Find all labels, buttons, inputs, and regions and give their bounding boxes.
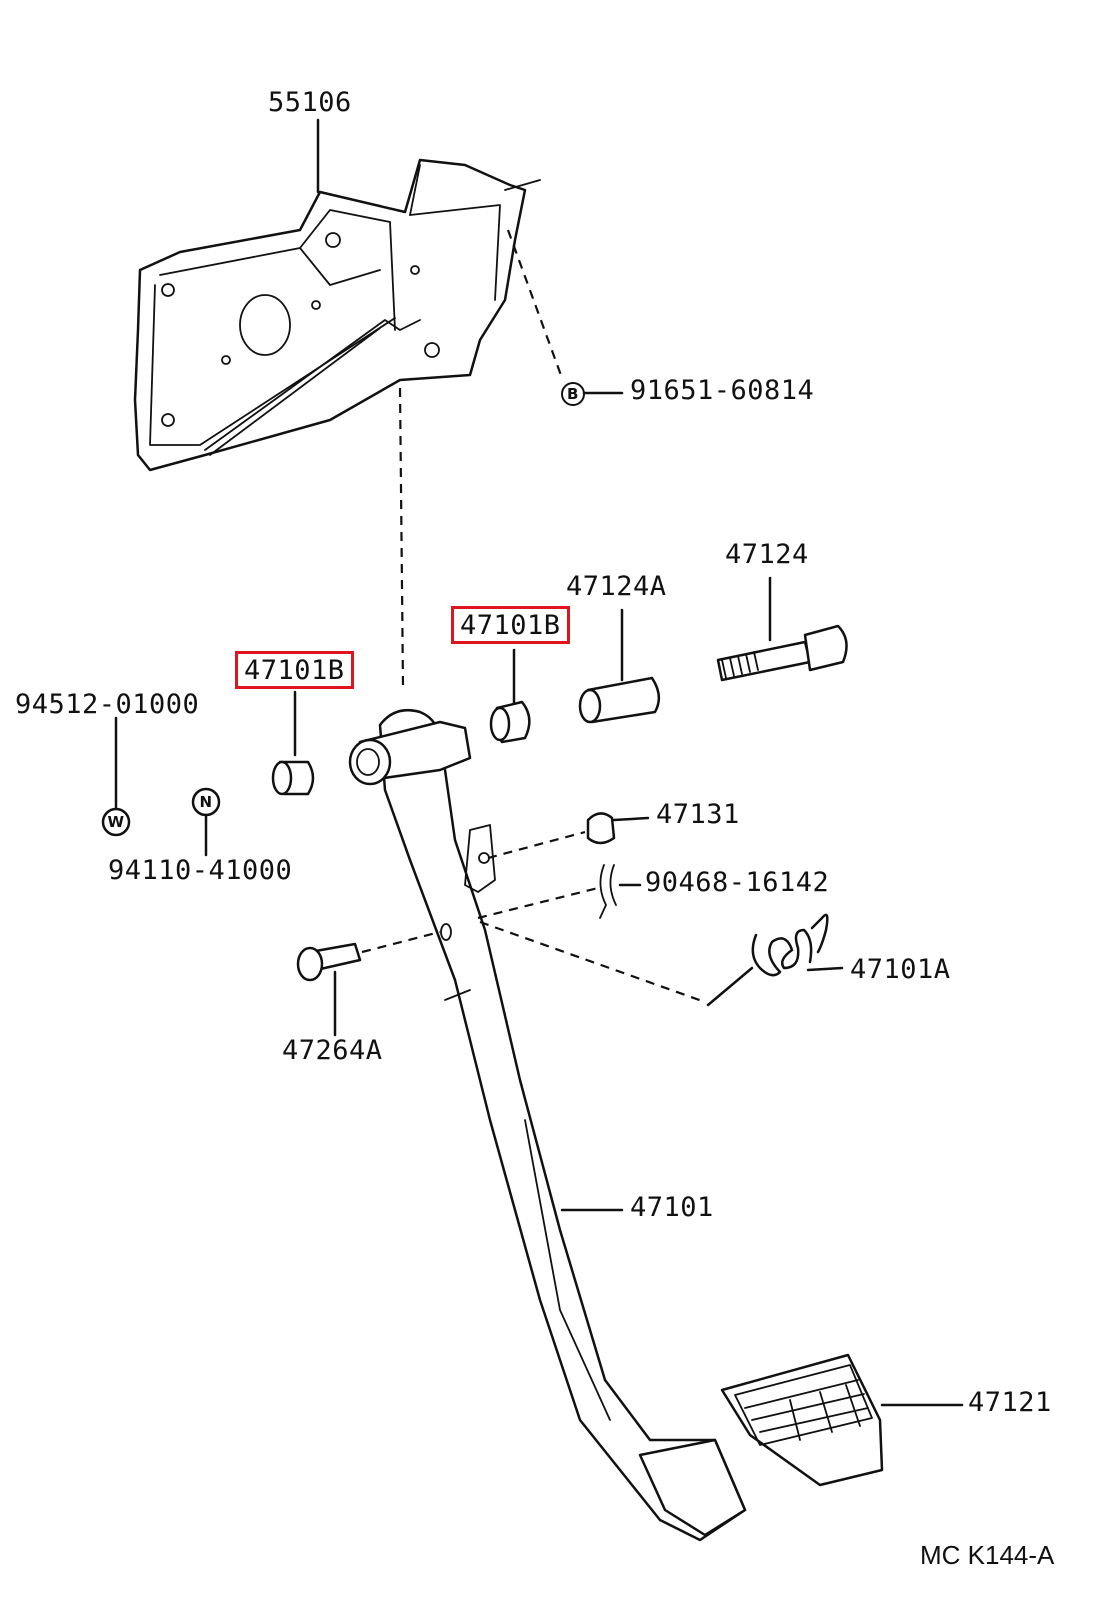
label-bushing-left[interactable]: 47101B [235,651,354,689]
pin-drawing [296,930,441,1037]
clip-drawing [477,864,642,920]
spring-drawing [479,913,844,1007]
label-collar[interactable]: 47124A [566,571,667,602]
label-spring[interactable]: 47101A [850,954,951,985]
label-bracket[interactable]: 55106 [268,87,352,118]
label-bolt-long[interactable]: 47124 [725,539,809,570]
symbol-nut: N [199,793,213,811]
stopper-drawing [487,812,650,860]
bushing-left-drawing [271,690,315,796]
label-bushing-right[interactable]: 47101B [451,606,570,644]
pedal-arm-drawing [348,708,747,1542]
bushing-right-drawing [489,648,531,744]
pedal-pad-drawing [720,1353,964,1487]
label-pedal-arm[interactable]: 47101 [630,1192,714,1223]
label-pedal-pad[interactable]: 47121 [968,1387,1052,1418]
bolt-long-drawing [716,576,848,682]
collar-drawing [578,608,661,724]
symbol-bolt-b: B [561,382,585,406]
label-stopper[interactable]: 47131 [656,799,740,830]
label-washer[interactable]: 94512-01000 [15,689,200,720]
figure-code: MC K144-A [920,1540,1055,1570]
dash-bolt-b [506,229,564,379]
dash-bracket-pedal [398,387,405,687]
label-nut[interactable]: 94110-41000 [108,855,293,886]
label-clip[interactable]: 90468-16142 [645,867,830,898]
bracket-drawing [133,158,541,472]
label-pin[interactable]: 47264A [282,1035,383,1066]
washer-drawing [101,807,131,837]
symbol-washer: W [107,813,125,831]
label-bolt-b[interactable]: 91651-60814 [630,375,815,406]
